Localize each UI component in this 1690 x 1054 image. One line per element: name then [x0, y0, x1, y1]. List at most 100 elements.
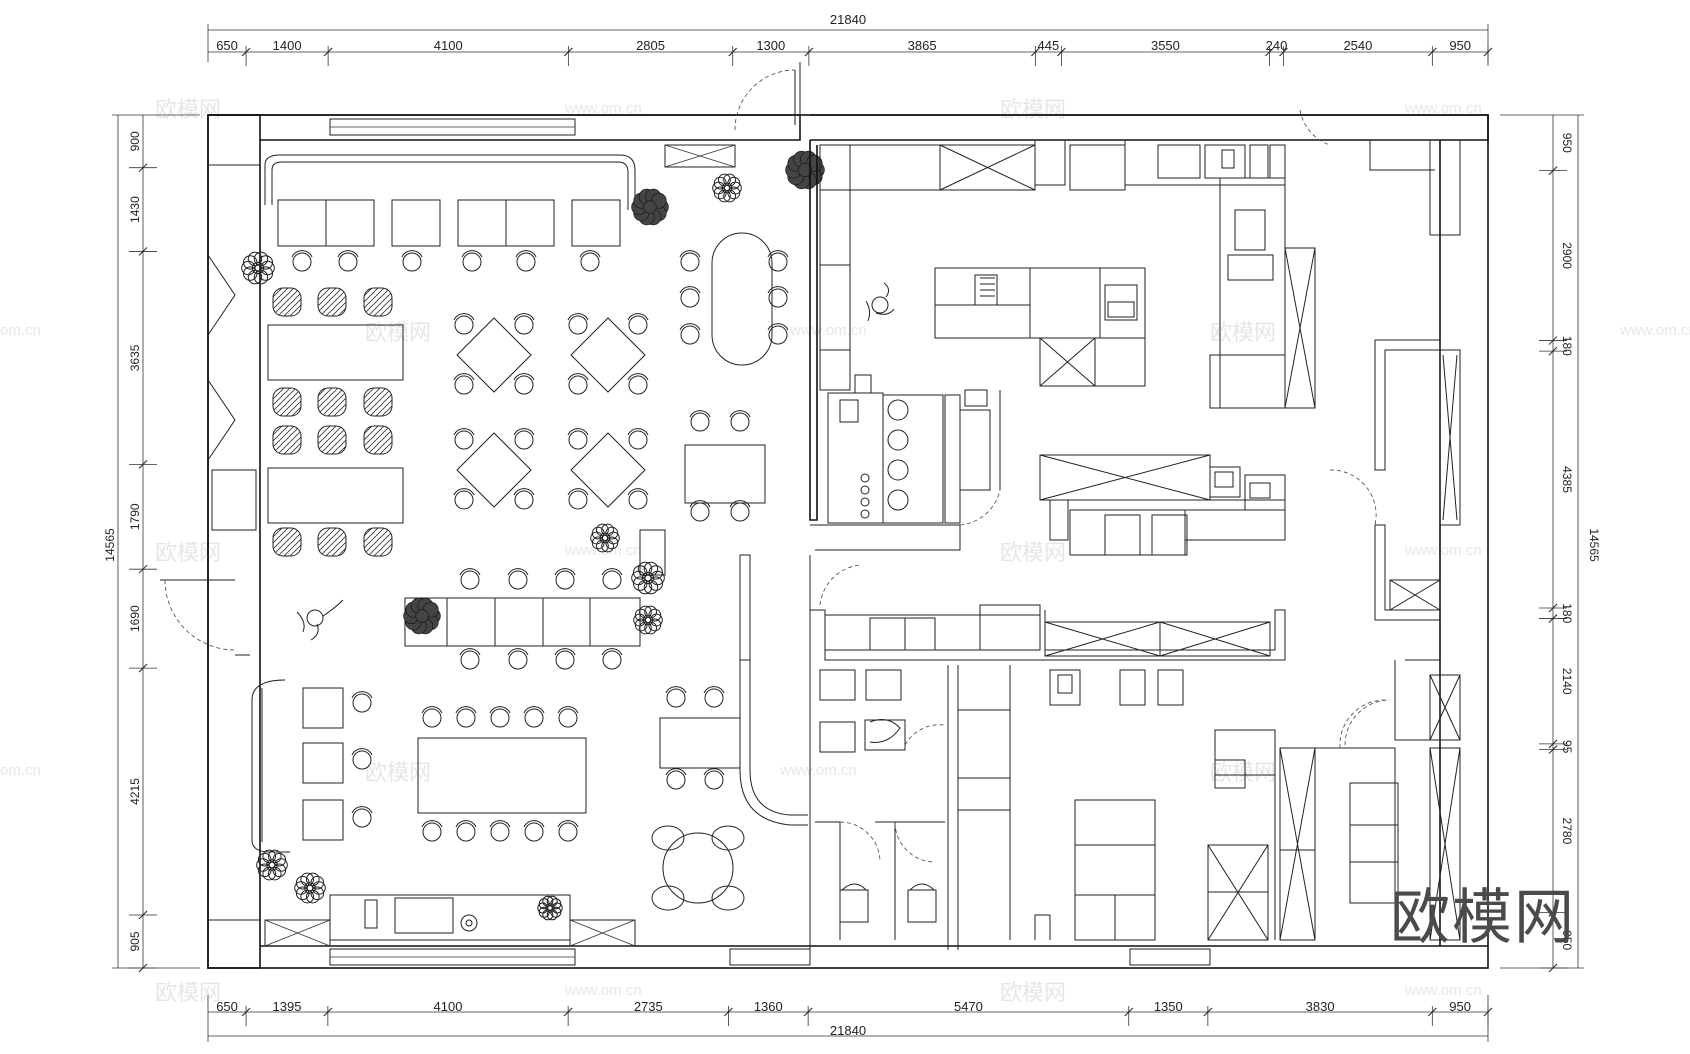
chair [454, 375, 474, 395]
chair [558, 822, 578, 842]
dim-slash [728, 47, 738, 57]
chair-back [507, 648, 529, 656]
plant-center [642, 614, 654, 626]
watermark-logo: 欧模网 [1390, 883, 1576, 953]
table [505, 199, 555, 247]
chair [454, 430, 474, 450]
plant-center [304, 882, 316, 894]
chair-back [767, 250, 789, 258]
watermark-layer: 欧模网 www.om.cn 欧模网 www.om.cn 欧模网 www.om.c… [0, 98, 1690, 1006]
plant-leaf [637, 561, 653, 577]
chair [490, 822, 510, 842]
chair [422, 822, 442, 842]
chair-back [523, 820, 545, 828]
dim-label: 180 [1560, 336, 1574, 356]
chair-back [507, 568, 529, 576]
chair-back [459, 648, 481, 656]
table [571, 199, 621, 247]
chair-back [401, 250, 423, 258]
dim-slash [138, 564, 148, 574]
chair-back [567, 428, 589, 436]
plant-leaf [723, 173, 736, 187]
dim-label: 950 [1560, 133, 1574, 153]
watermark-url: www.om.cn [1619, 322, 1690, 339]
dim-label: 4385 [1560, 466, 1574, 493]
chair [666, 770, 686, 790]
chair [462, 252, 482, 272]
dim-slash [138, 459, 148, 469]
dim-label: 2805 [636, 38, 665, 53]
dim-label: 1300 [756, 38, 785, 53]
chair [514, 490, 534, 510]
chair [704, 770, 724, 790]
chair [704, 688, 724, 708]
chair [555, 570, 575, 590]
dim-label: 650 [216, 999, 238, 1014]
chair [690, 502, 710, 522]
plant-center [415, 609, 429, 623]
chair-back [679, 286, 701, 294]
plant-leaf [644, 621, 657, 635]
plant-leaf [268, 866, 282, 881]
watermark-brand: 欧模网 [1000, 541, 1066, 566]
chair-back [601, 648, 623, 656]
table [325, 199, 375, 247]
dim-label: 2540 [1343, 38, 1372, 53]
dim-overall-left: 14565 [103, 528, 117, 562]
chair-back [453, 373, 475, 381]
dim-label: 1400 [273, 38, 302, 53]
dim-label: 1430 [128, 196, 142, 223]
armchair [363, 527, 393, 557]
dim-label: 650 [216, 38, 238, 53]
cabinet-cross [264, 919, 331, 947]
dim-slash [1203, 1007, 1213, 1017]
plant-leaf [601, 539, 614, 553]
chair [422, 708, 442, 728]
plant-leaf [644, 605, 657, 619]
plant-center [251, 261, 265, 275]
chair [524, 708, 544, 728]
dim-slash [1057, 47, 1066, 57]
armchair [317, 527, 347, 557]
chair-back [665, 768, 687, 776]
entrance-doors [160, 62, 1331, 656]
dining-area [251, 144, 808, 947]
dim-slash [1265, 47, 1274, 57]
plant-leaf [262, 849, 277, 864]
dim-label: 2900 [1560, 242, 1574, 269]
chair-back [627, 373, 649, 381]
chair [580, 252, 600, 272]
chair [456, 822, 476, 842]
chair [292, 252, 312, 272]
chair-back [579, 250, 601, 258]
chair [628, 430, 648, 450]
watermark-url: www.om.cn [1404, 542, 1482, 559]
chair [352, 693, 372, 713]
chair [690, 412, 710, 432]
watermark-brand: 欧模网 [155, 98, 221, 123]
chair-back [351, 806, 373, 814]
dim-slash [1483, 1007, 1493, 1017]
watermark-url: www.om.cn [1404, 982, 1482, 999]
plant-center [545, 903, 555, 913]
armchair [317, 287, 347, 317]
chair-back [453, 313, 475, 321]
chair [602, 570, 622, 590]
chair-back [567, 373, 589, 381]
dim-slash [1548, 963, 1558, 973]
plant-leaf [268, 849, 282, 864]
chair-back [767, 323, 789, 331]
dim-slash [1548, 739, 1558, 749]
chair-back [703, 686, 725, 694]
chair [352, 750, 372, 770]
table [391, 199, 441, 247]
chair-back [567, 313, 589, 321]
chair [558, 708, 578, 728]
chair [454, 315, 474, 335]
chair [454, 490, 474, 510]
plant-leaf [306, 889, 320, 904]
dim-label: 2780 [1560, 818, 1574, 845]
chair-back [627, 428, 649, 436]
chair [508, 570, 528, 590]
chair-back [689, 410, 711, 418]
